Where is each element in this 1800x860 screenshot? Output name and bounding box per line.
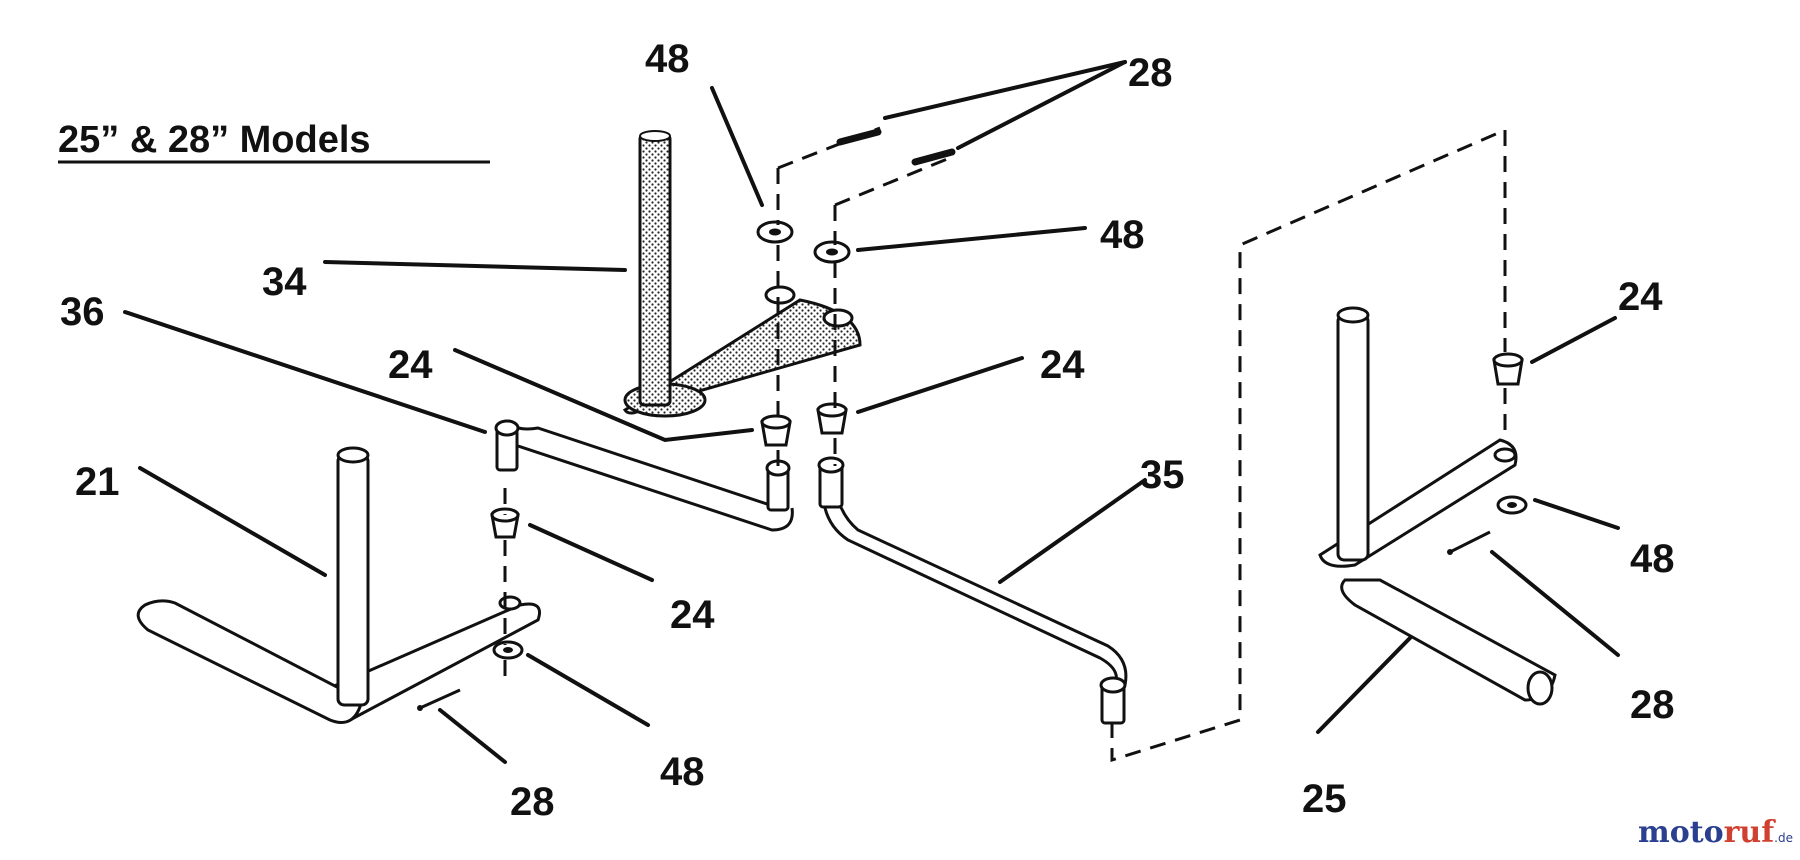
part-labels: 48 28 48 34 36 24 24 24 21 35 24 48 48 2… <box>60 37 1675 824</box>
label-28-left-lower: 28 <box>510 780 555 824</box>
watermark-part1: moto <box>1638 815 1724 850</box>
watermark-suffix: .de <box>1774 831 1793 845</box>
label-28-top: 28 <box>1128 51 1173 95</box>
watermark-part2: ruf <box>1724 815 1777 850</box>
bracket-hole-left <box>764 285 796 305</box>
label-24-right: 24 <box>1618 275 1663 319</box>
label-48-right-lower: 48 <box>1630 537 1675 581</box>
label-34: 34 <box>262 260 307 304</box>
label-25: 25 <box>1302 777 1347 821</box>
cotter-pin-28-c <box>419 688 461 710</box>
label-48-right: 48 <box>1100 213 1145 257</box>
part-35-rod <box>817 456 1128 725</box>
label-48-top: 48 <box>645 37 690 81</box>
watermark: motoruf.de <box>1638 815 1793 850</box>
bushings <box>490 352 1524 539</box>
leader-lines <box>123 60 1620 764</box>
title-group: 25” & 28” Models <box>58 119 490 164</box>
label-35: 35 <box>1140 453 1185 497</box>
part-25-spindle <box>1318 306 1557 706</box>
label-24-left-upper: 24 <box>388 343 433 387</box>
assembly-lines <box>503 126 1507 763</box>
label-48-left-lower: 48 <box>660 750 705 794</box>
label-24-center: 24 <box>1040 343 1085 387</box>
part-36-rod <box>494 419 794 532</box>
part-34-bracket <box>622 130 862 418</box>
washers <box>492 220 1528 660</box>
cotter-pins <box>417 128 1491 711</box>
diagram-title: 25” & 28” Models <box>58 119 371 161</box>
cotter-pin-28-d <box>1449 530 1491 554</box>
label-36: 36 <box>60 290 105 334</box>
bracket-hole-right <box>822 308 854 328</box>
label-24-left-lower: 24 <box>670 593 715 637</box>
part-21-spindle <box>136 446 541 724</box>
label-28-right-lower: 28 <box>1630 683 1675 727</box>
label-21: 21 <box>75 460 120 504</box>
cotter-pin-28-b <box>911 148 956 166</box>
